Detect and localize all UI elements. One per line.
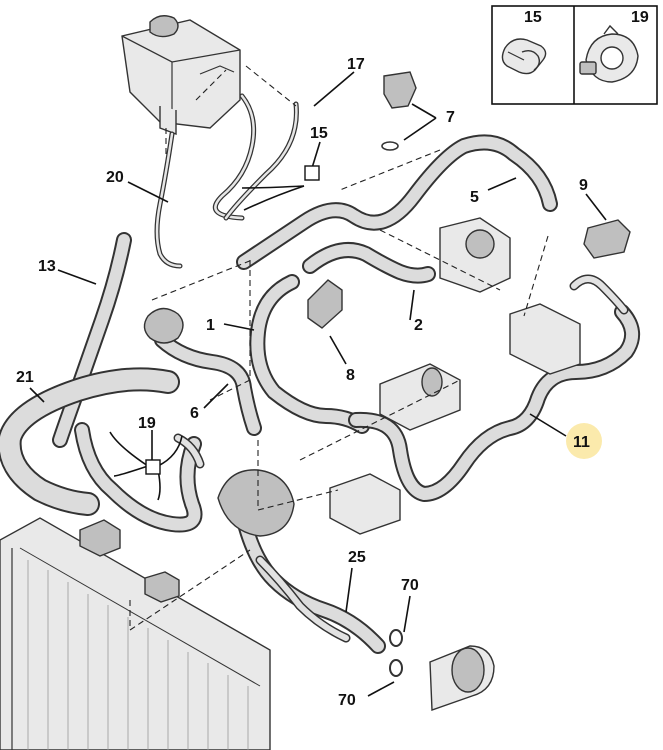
callout-20: 20: [106, 169, 124, 186]
pipe-25: [236, 512, 386, 654]
callout-25: 25: [348, 549, 366, 566]
hose-6: [154, 332, 262, 436]
oil-cooler: [429, 645, 495, 711]
callout-70-lower: 70: [338, 692, 356, 709]
clamp-70-upper: [389, 629, 403, 647]
pipe-20: [154, 131, 183, 269]
dashed-guides: [129, 65, 549, 632]
callout-8: 8: [346, 367, 355, 384]
callout-11: 11: [573, 434, 590, 451]
bracket-8: [307, 279, 343, 329]
clip-19-icon: [579, 24, 639, 83]
callout-17: 17: [347, 56, 365, 73]
inset-label-19: 19: [631, 9, 649, 26]
callout-70-upper: 70: [401, 577, 419, 594]
leader-lines: [29, 71, 607, 697]
egr-cooler-center: [379, 363, 461, 431]
callout-13: 13: [38, 258, 56, 275]
callout-2: 2: [414, 317, 423, 334]
marker-19: [145, 459, 161, 475]
hose-1: [249, 274, 370, 434]
callout-5: 5: [470, 189, 479, 206]
hose-21: [0, 367, 180, 516]
inset-label-15: 15: [524, 9, 542, 26]
pump-lower: [217, 469, 295, 537]
callout-19: 19: [138, 415, 156, 432]
radiator: [0, 517, 271, 750]
expansion-tank: [121, 15, 241, 136]
egr-valve: [439, 217, 511, 293]
hose-lower-19: [74, 422, 205, 533]
callout-15: 15: [310, 125, 328, 142]
valve-lower: [329, 473, 401, 535]
inset-box: 15 19: [491, 5, 658, 105]
clamp-70-lower: [389, 659, 403, 677]
clip-15-icon: [501, 38, 547, 75]
callout-1: 1: [206, 317, 215, 334]
callout-7: 7: [446, 109, 455, 126]
callout-6: 6: [190, 405, 199, 422]
valve-9: [583, 219, 631, 259]
hose-2: [302, 242, 436, 284]
sensor-7: [381, 71, 417, 151]
callout-21: 21: [16, 369, 34, 386]
thermostat-housing: [143, 307, 184, 344]
pipe-11: [348, 274, 640, 502]
marker-15: [304, 165, 320, 181]
pipe-17: [212, 93, 299, 221]
cooler-right: [509, 303, 581, 375]
callout-9: 9: [579, 177, 588, 194]
highlight-11: [566, 423, 602, 459]
hose-13: [52, 232, 132, 448]
hose-5: [236, 134, 558, 270]
